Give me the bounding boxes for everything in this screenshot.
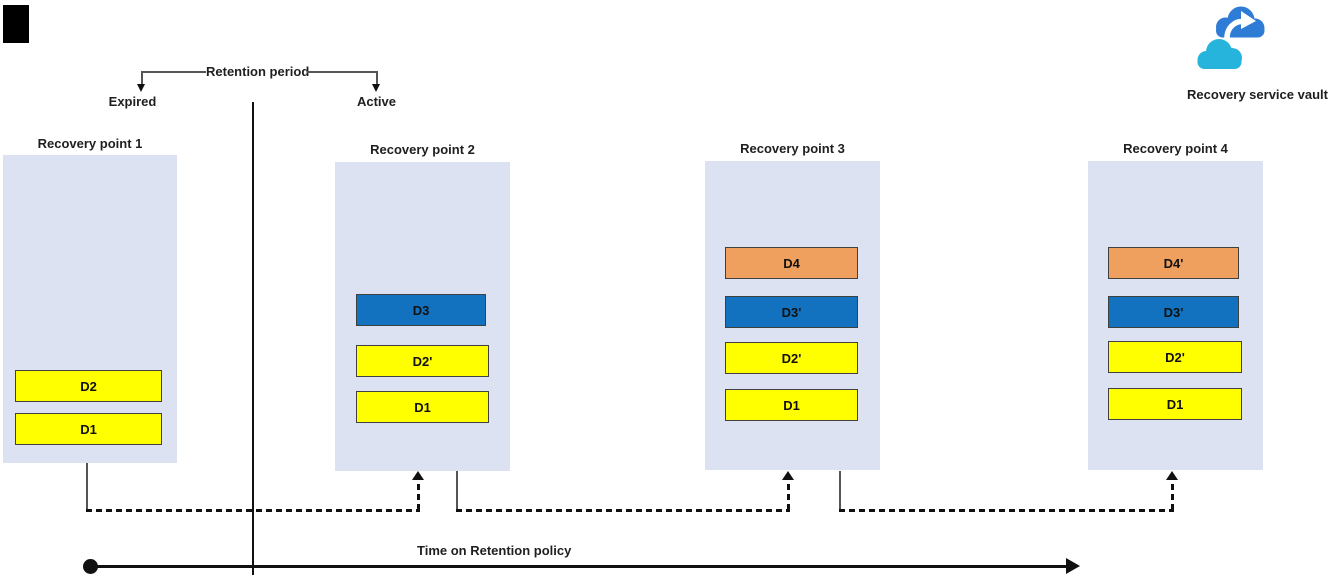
connector-1-dashed-line [86, 509, 420, 512]
expired-label: Expired [108, 94, 157, 109]
data-block-d4: D4 [725, 247, 858, 279]
data-block-d3p: D3' [725, 296, 858, 328]
recovery-point-1-box: D2 D1 [3, 155, 177, 463]
data-block-d4p: D4' [1108, 247, 1239, 279]
connector-3-arrowhead-icon [1166, 471, 1178, 480]
corner-black-mark [3, 5, 29, 43]
connector-2-dashed-riser [787, 480, 790, 510]
retention-bracket-right-line [307, 71, 377, 73]
active-label: Active [356, 94, 397, 109]
data-block-d2p: D2' [356, 345, 489, 377]
data-block-d2: D2 [15, 370, 162, 402]
timeline-label: Time on Retention policy [417, 543, 572, 558]
connector-2-arrowhead-icon [782, 471, 794, 480]
data-block-d1: D1 [1108, 388, 1242, 420]
connector-3-drop-line [839, 471, 841, 511]
recovery-point-3-box: D4 D3' D2' D1 [705, 161, 880, 470]
retention-bracket-right-arrowhead-icon [372, 84, 380, 92]
connector-3-dashed-riser [1171, 480, 1174, 510]
timeline-axis-line [90, 565, 1068, 568]
recovery-point-3-label: Recovery point 3 [740, 141, 845, 156]
connector-1-dashed-riser [417, 480, 420, 510]
recovery-point-1-label: Recovery point 1 [37, 136, 143, 151]
data-block-d2p: D2' [725, 342, 858, 374]
data-block-d2p: D2' [1108, 341, 1242, 373]
retention-bracket-right-drop [376, 71, 378, 84]
data-block-d1: D1 [725, 389, 858, 421]
connector-2-drop-line [456, 471, 458, 511]
recovery-point-4-label: Recovery point 4 [1123, 141, 1228, 156]
connector-3-dashed-line [839, 509, 1174, 512]
retention-bracket-left-arrowhead-icon [137, 84, 145, 92]
recovery-point-4-box: D4' D3' D2' D1 [1088, 161, 1263, 470]
connector-2-dashed-line [456, 509, 790, 512]
data-block-d3p: D3' [1108, 296, 1239, 328]
data-block-d3: D3 [356, 294, 486, 326]
expired-active-divider-line [252, 102, 254, 575]
connector-1-arrowhead-icon [412, 471, 424, 480]
data-block-d1: D1 [15, 413, 162, 445]
recovery-service-vault-icon [1194, 0, 1274, 82]
recovery-service-vault-label: Recovery service vault [1187, 87, 1328, 102]
retention-bracket-left-line [141, 71, 206, 73]
retention-bracket-left-drop [141, 71, 143, 84]
retention-period-label: Retention period [206, 64, 310, 79]
connector-1-drop-line [86, 463, 88, 511]
data-block-d1: D1 [356, 391, 489, 423]
timeline-arrowhead-icon [1066, 558, 1080, 574]
recovery-point-2-box: D3 D2' D1 [335, 162, 510, 471]
recovery-point-2-label: Recovery point 2 [370, 142, 475, 157]
